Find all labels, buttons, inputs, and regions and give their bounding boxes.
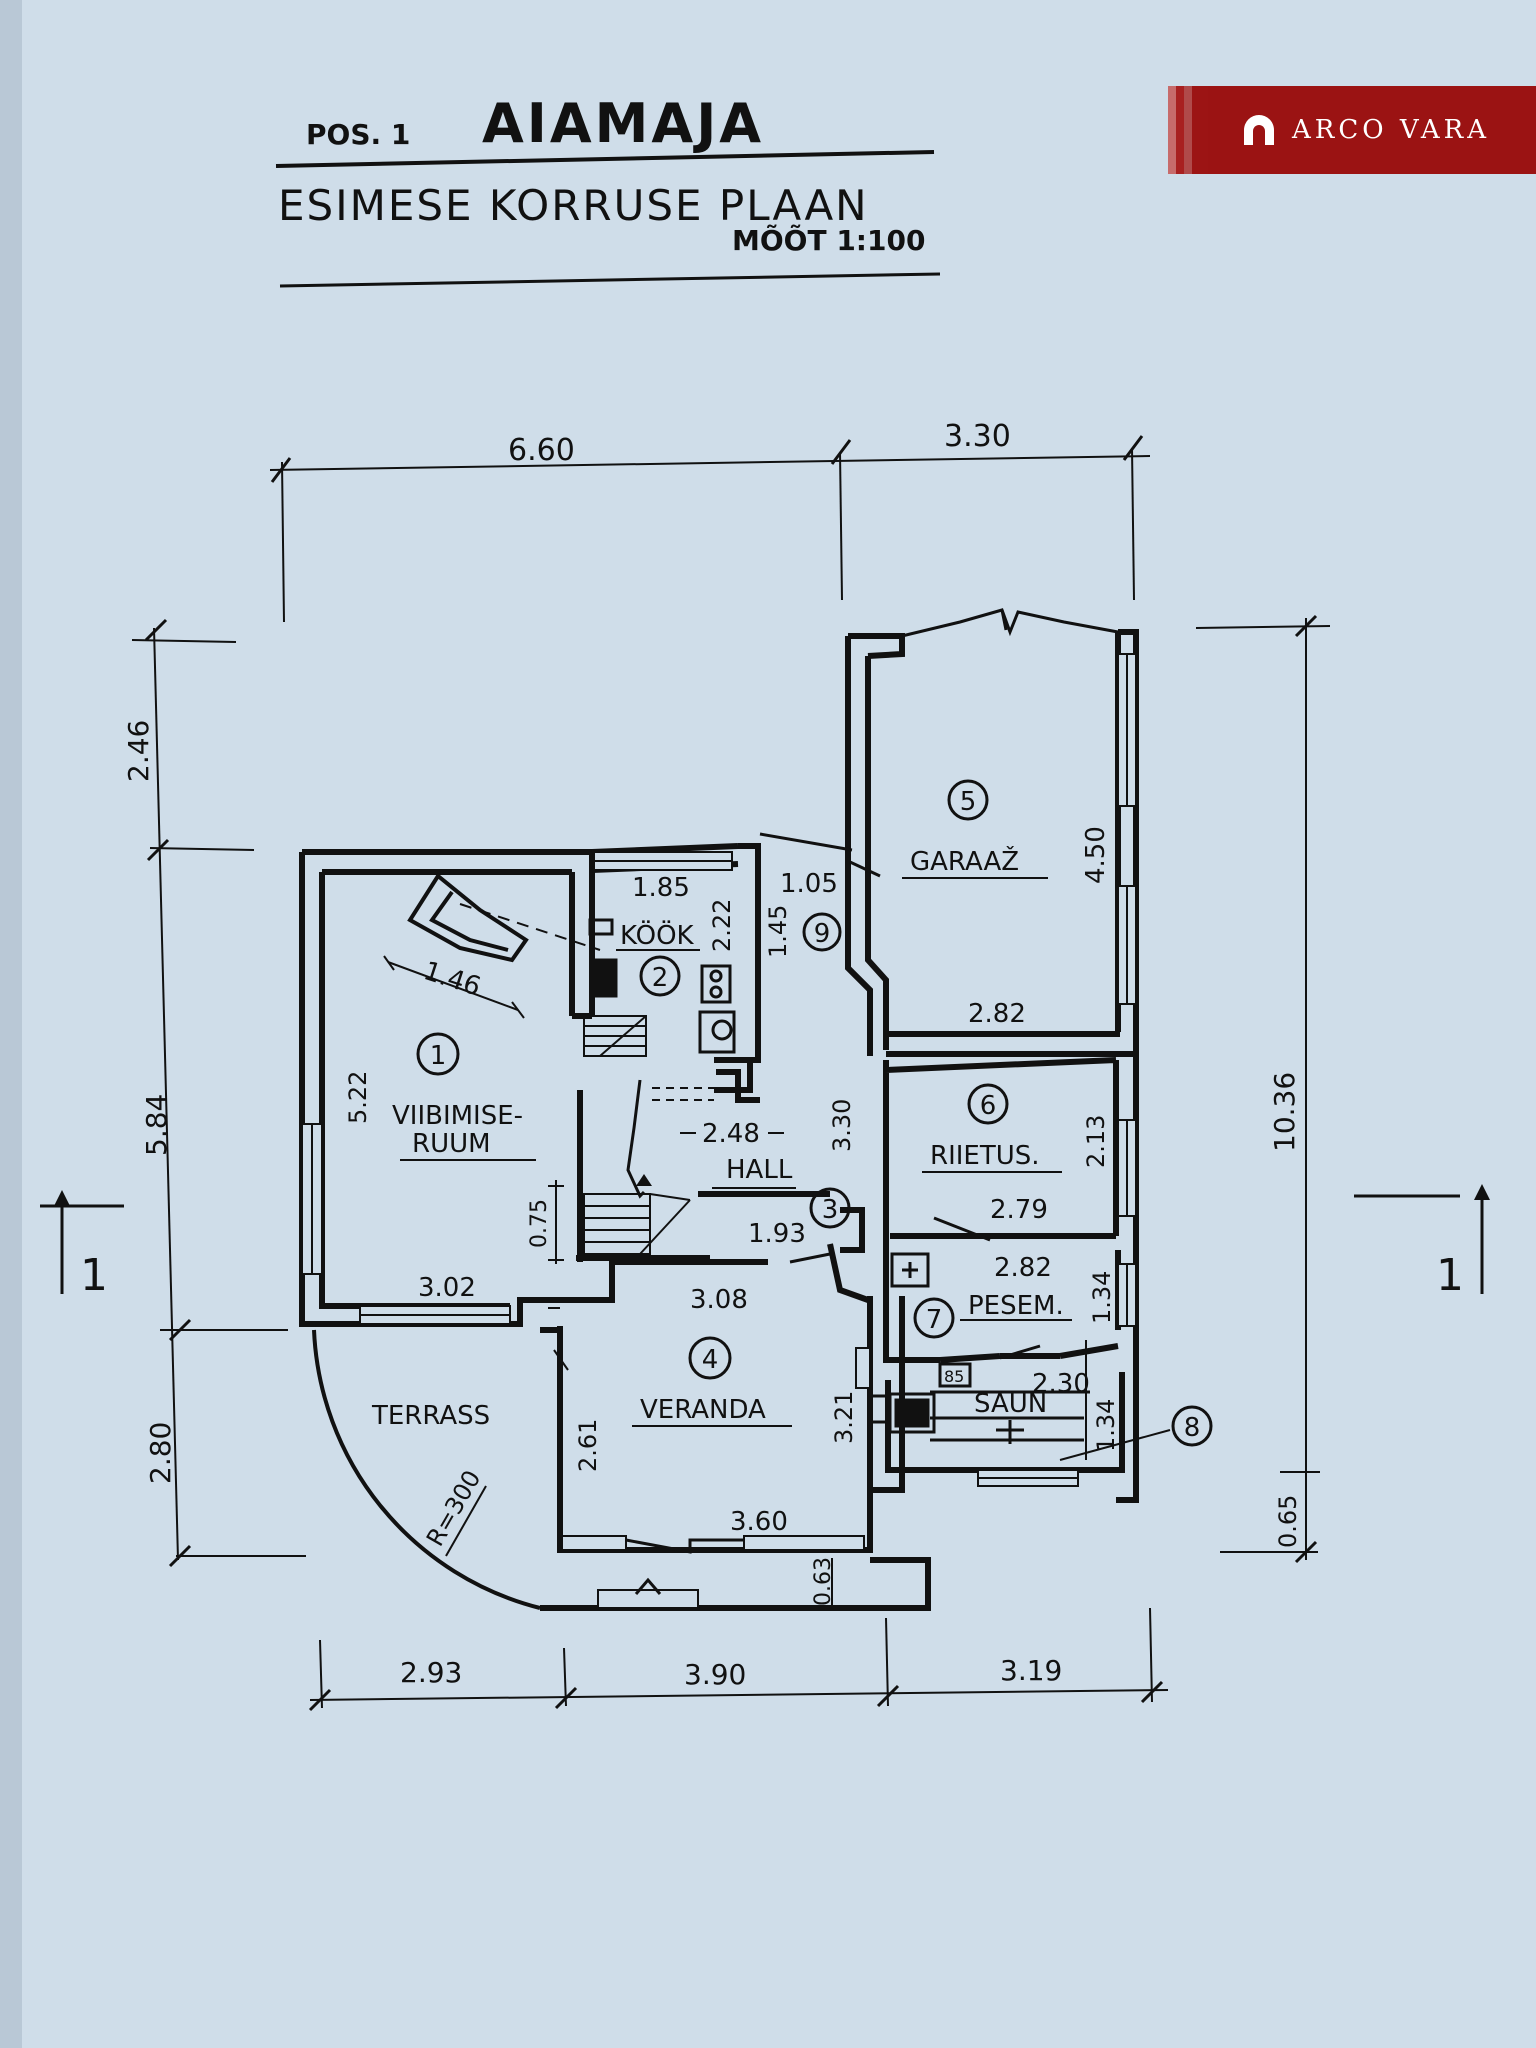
dim-right-1036: 10.36: [1268, 1072, 1301, 1152]
room-8-name: SAUN: [974, 1389, 1047, 1419]
dim-top-right: 3.30: [944, 419, 1011, 454]
dim-right-065: 0.65: [1274, 1495, 1302, 1548]
dim-top-left: 6.60: [508, 433, 575, 468]
room-5-name: GARAAŽ: [910, 845, 1019, 877]
title-subtitle: ESIMESE KORRUSE PLAAN: [278, 181, 869, 230]
room-5-number: 5: [960, 787, 977, 817]
dim-ve-b: 3.60: [730, 1507, 788, 1537]
dim-r1-w: 3.02: [418, 1273, 476, 1303]
dim-gar-w: 2.82: [968, 999, 1026, 1029]
room-4-name: VERANDA: [640, 1395, 766, 1425]
dim-hall-w: 2.48: [702, 1119, 760, 1149]
dim-bottom-390: 3.90: [684, 1658, 746, 1691]
room-6-number: 6: [980, 1091, 997, 1121]
dim-hall-b: 1.93: [748, 1219, 806, 1249]
room-7-name: PESEM.: [968, 1291, 1064, 1321]
arch-logo-icon: [1244, 115, 1274, 145]
dim-ri-w: 2.79: [990, 1195, 1048, 1225]
dim-r9-h: 1.45: [764, 905, 792, 958]
dim-left-246: 2.46: [122, 720, 155, 782]
dim-r1-h: 5.22: [344, 1071, 372, 1124]
room-9-number: 9: [814, 919, 831, 949]
room-2-name: KÖÖK: [620, 919, 695, 951]
dim-ve-l: 2.61: [574, 1419, 602, 1472]
room-1-number: 1: [430, 1041, 447, 1071]
title-scale: MÕÕT 1:100: [732, 223, 925, 257]
dim-sa-box: 85: [944, 1367, 964, 1386]
dim-gar-h: 4.50: [1081, 826, 1111, 884]
room-1-name: VIIBIMISE-: [392, 1101, 523, 1131]
room-4-number: 4: [702, 1345, 719, 1375]
dim-k-h: 2.22: [708, 899, 736, 952]
title-name: AIAMAJA: [482, 92, 764, 155]
brand-stripe: [1168, 86, 1208, 174]
section-mark-right: 1: [1436, 1250, 1464, 1301]
arco-vara-brand: ARCO VARA: [1168, 86, 1536, 174]
dim-left-584: 5.84: [140, 1094, 173, 1156]
dim-stair: 0.75: [527, 1199, 552, 1248]
brand-name: ARCO VARA: [1292, 115, 1490, 145]
dim-pe-w: 2.82: [994, 1253, 1052, 1283]
dim-sa-h: 1.34: [1092, 1399, 1120, 1452]
dim-ve-top: 3.08: [690, 1285, 748, 1315]
dim-r9-w: 1.05: [780, 869, 838, 899]
dim-left-280: 2.80: [144, 1422, 177, 1484]
room-3-number: 3: [822, 1195, 839, 1225]
dim-ve-h: 3.21: [830, 1391, 858, 1444]
dim-hall-h: 3.30: [828, 1099, 856, 1152]
room-8-number: 8: [1184, 1413, 1201, 1443]
terrace-name: TERRASS: [371, 1401, 490, 1431]
dim-ri-h: 2.13: [1082, 1115, 1110, 1168]
dim-pe-h: 1.34: [1088, 1271, 1116, 1324]
room-7-number: 7: [926, 1305, 943, 1335]
room-6-name: RIIETUS.: [930, 1141, 1040, 1171]
dim-bottom-319: 3.19: [1000, 1654, 1062, 1687]
room-2-number: 2: [652, 963, 669, 993]
title-pos: POS. 1: [306, 118, 410, 151]
section-mark-left: 1: [80, 1250, 108, 1301]
room-3-name: HALL: [726, 1155, 793, 1185]
dim-ve-s: 0.63: [811, 1557, 836, 1606]
dim-sa-w: 2.30: [1032, 1369, 1090, 1399]
dim-k-w: 1.85: [632, 873, 690, 903]
brand-box: ARCO VARA: [1208, 86, 1536, 174]
dim-bottom-293: 2.93: [400, 1656, 462, 1689]
room-1-name2: RUUM: [412, 1129, 491, 1159]
